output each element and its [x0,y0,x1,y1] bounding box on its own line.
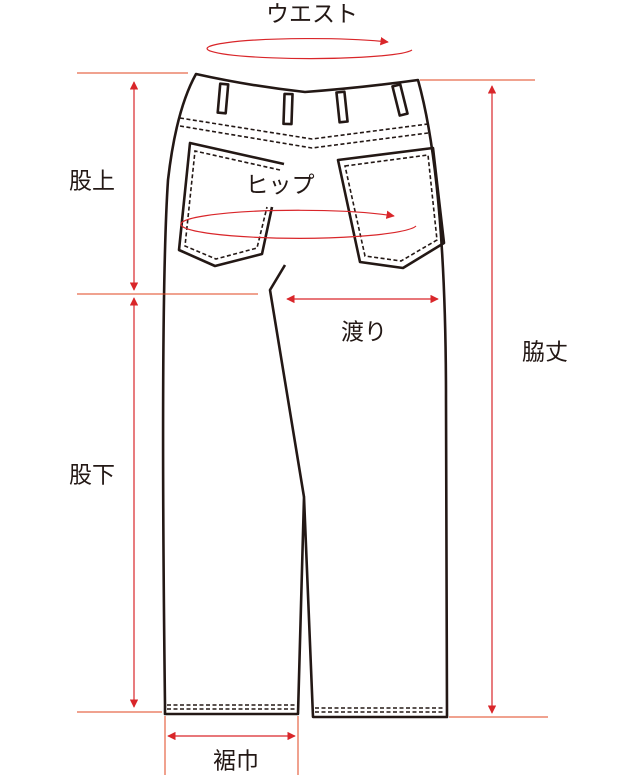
hip-label: ヒップ [246,173,315,199]
hip-ellipse-arrow [180,209,417,239]
hem-width-label: 裾巾 [213,749,259,775]
thigh-label: 渡り [341,320,387,346]
inseam-label: 股下 [69,463,115,489]
rise-label: 股上 [69,169,115,195]
left-back-pocket [177,141,285,268]
outseam-label: 脇丈 [522,340,568,366]
waist-label: ウエスト [266,2,358,28]
right-back-pocket [336,146,446,270]
measurement-lines [77,36,548,775]
belt-loops [216,82,409,126]
waist-ellipse-arrow [206,36,413,60]
pants-outline [161,72,449,719]
